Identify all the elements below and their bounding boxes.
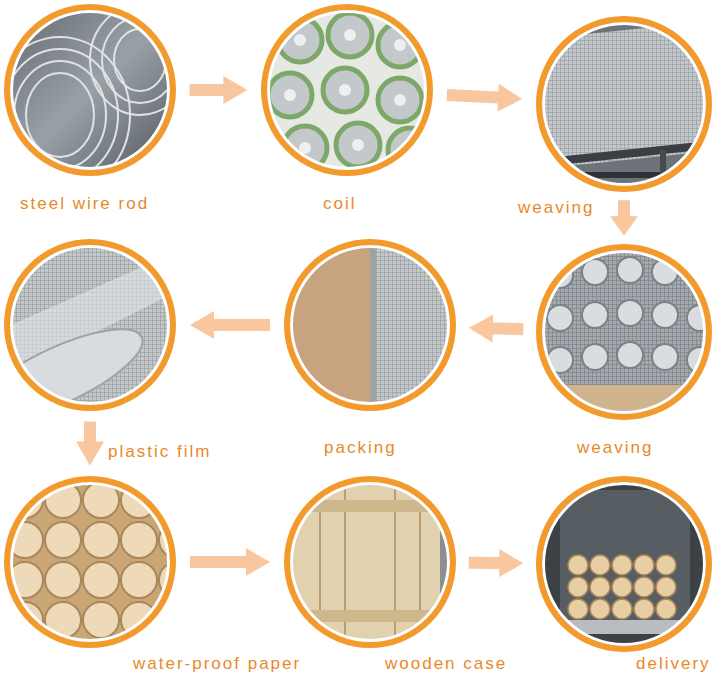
process-circle: steel wire rod <box>4 4 176 176</box>
process-circle: water-proof paper <box>4 476 176 648</box>
flow-arrow <box>190 548 270 576</box>
packing-photo <box>285 240 465 420</box>
wire-rod-photo <box>0 0 190 193</box>
flow-arrow <box>469 314 524 342</box>
process-circle: packing <box>284 239 456 411</box>
process-circle: coil <box>261 4 433 176</box>
process-circle: delivery <box>536 476 712 652</box>
flow-arrow <box>190 311 270 339</box>
step-label: water-proof paper <box>133 654 301 673</box>
mesh-roll-photo <box>0 240 180 438</box>
process-circle: plastic film <box>4 239 176 411</box>
step-label: delivery <box>636 654 711 673</box>
flow-arrow <box>190 76 248 104</box>
flow-arrow <box>447 84 522 112</box>
flow-arrow <box>610 200 638 235</box>
step-label: plastic film <box>108 442 211 461</box>
weaving-machine-photo <box>530 10 720 200</box>
step-label: wooden case <box>385 654 507 673</box>
flow-arrow <box>469 549 523 577</box>
coil-photo <box>260 0 440 180</box>
process-circle: weaving <box>536 244 712 420</box>
step-label: steel wire rod <box>20 194 149 213</box>
step-label: weaving <box>518 198 594 217</box>
step-label: packing <box>324 438 397 457</box>
process-circle: wooden case <box>284 476 456 648</box>
step-label: weaving <box>577 438 653 457</box>
roll-stock-photo <box>530 240 720 430</box>
process-circle: weaving <box>536 16 712 192</box>
container-photo <box>530 476 720 666</box>
paper-rolls-photo <box>0 476 195 656</box>
flow-arrow <box>76 421 104 465</box>
wooden-case-photo <box>285 476 465 656</box>
step-label: coil <box>323 194 357 213</box>
